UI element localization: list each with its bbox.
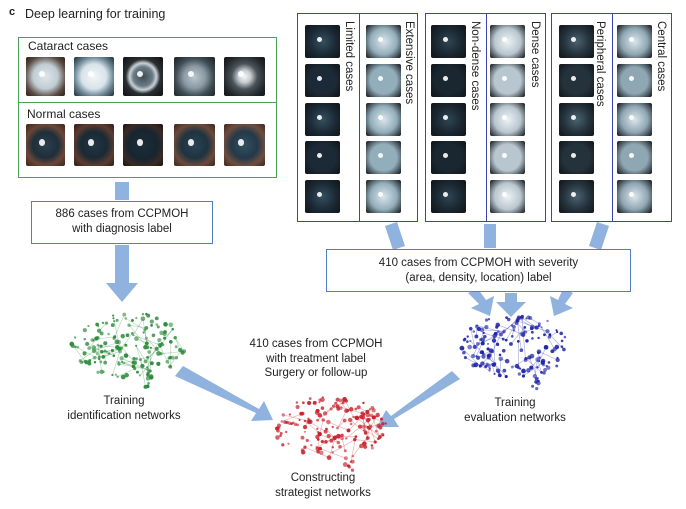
strategist-caption-line-2: strategist networks [275,486,371,499]
identification-caption-line-1: Training [103,395,145,407]
identification-caption-line-2: identification networks [67,409,181,422]
normal-eye-image [26,124,65,166]
limited-cases-label: Limited cases [343,21,355,92]
severity-eye-image [490,64,525,97]
severity-group-density [425,13,546,222]
normal-eye-image [224,124,265,166]
evaluation-data-line-1: 410 cases from CCPMOH with severity [378,257,579,269]
severity-eye-image [366,25,401,58]
severity-eye-image [559,103,594,136]
severity-eye-image [617,64,652,97]
arrow-to-identification-brain [106,245,138,302]
arrow-to-886-box [115,182,129,200]
treatment-data-text: 410 cases from CCPMOH with treatment lab… [226,337,406,381]
severity-eye-image [617,103,652,136]
identification-data-line-1: 886 cases from CCPMOH [55,208,189,220]
central-cases-label: Central cases [655,21,667,92]
treatment-line-1: 410 cases from CCPMOH [249,338,383,350]
arrow-from-group-2 [484,224,496,248]
group-divider [359,14,360,221]
identification-data-box: 886 cases from CCPMOH with diagnosis lab… [31,201,213,244]
severity-eye-image [559,141,594,174]
severity-eye-image [617,180,652,213]
arrow-evaluation-to-strategist [377,371,460,427]
severity-eye-image [366,103,401,136]
normal-cases-panel: Normal cases [18,102,277,178]
extensive-cases-label: Extensive cases [403,21,415,105]
cataract-eye-image [74,57,114,96]
strategist-caption-line-1: Constructing [290,472,356,484]
arrow-from-group-1 [385,222,405,250]
cataract-eye-image [26,57,65,96]
identification-caption: Training identification networks [49,394,199,423]
evaluation-network-brain [459,314,567,391]
arrow-from-group-3 [589,222,609,250]
severity-eye-image [366,141,401,174]
severity-eye-image [305,103,340,136]
evaluation-data-box: 410 cases from CCPMOH with severity (are… [326,249,631,292]
severity-eye-image [431,180,466,213]
severity-group-location [551,13,672,222]
normal-eye-image [123,124,163,166]
network-nodes [69,312,187,389]
severity-eye-image [431,141,466,174]
severity-eye-image [617,25,652,58]
normal-eye-image [74,124,114,166]
severity-eye-image [305,25,340,58]
network-nodes [459,314,567,391]
dense-cases-label: Dense cases [529,21,541,88]
severity-group-area [297,13,418,222]
group-divider [486,14,487,221]
severity-eye-image [559,25,594,58]
evaluation-caption-line-2: evaluation networks [464,411,566,424]
strategist-caption: Constructing strategist networks [248,471,398,500]
treatment-line-3: Surgery or follow-up [264,367,368,379]
severity-eye-image [490,141,525,174]
severity-eye-image [617,141,652,174]
severity-eye-image [431,103,466,136]
arrow-box-to-brain-2 [496,293,526,317]
network-nodes [275,396,388,472]
panel-letter: c [9,6,16,18]
evaluation-caption-line-1: Training [494,397,536,409]
severity-eye-image [559,180,594,213]
severity-eye-image [490,180,525,213]
cataract-eye-image [174,57,215,96]
normal-eye-image [174,124,215,166]
severity-eye-image [490,103,525,136]
severity-eye-image [305,64,340,97]
arrow-identification-to-strategist [175,366,273,421]
severity-eye-image [559,64,594,97]
identification-data-line-2: with diagnosis label [72,223,172,235]
identification-network-brain [69,312,187,389]
severity-eye-image [431,64,466,97]
severity-eye-image [305,141,340,174]
cataract-eye-image [123,57,163,96]
severity-eye-image [366,64,401,97]
group-divider [612,14,613,221]
arrow-box-to-brain-1 [468,289,494,316]
panel-title: Deep learning for training [25,7,166,21]
treatment-line-2: with treatment label [266,352,366,365]
normal-cases-label: Normal cases [27,107,101,121]
cataract-cases-label: Cataract cases [28,39,109,53]
cataract-eye-image [224,57,265,96]
severity-eye-image [431,25,466,58]
severity-eye-image [366,180,401,213]
evaluation-data-line-2: (area, density, location) label [405,272,552,284]
evaluation-caption: Training evaluation networks [440,396,590,425]
peripheral-cases-label: Peripheral cases [594,21,606,107]
severity-eye-image [490,25,525,58]
strategist-network-brain [275,396,388,472]
severity-eye-image [305,180,340,213]
arrow-box-to-brain-3 [550,289,573,316]
non-dense-cases-label: Non-dense cases [469,21,481,111]
